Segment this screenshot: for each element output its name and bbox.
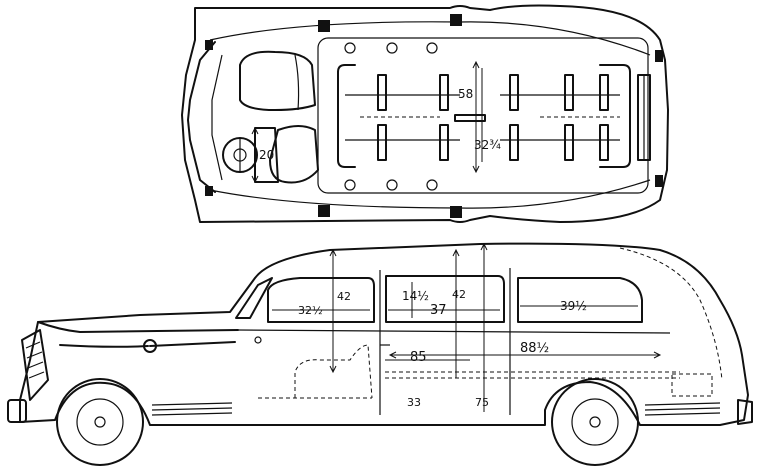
top-floor-length-label: 58 <box>458 87 473 101</box>
side-floor-length-short-label: 85 <box>410 350 427 365</box>
top-seat-width-label: 20 <box>259 148 274 162</box>
front-wheel <box>56 378 144 466</box>
side-roof-dashed <box>619 247 723 381</box>
casket-rails <box>337 64 631 168</box>
top-floor-width-label: 32¾ <box>474 138 501 152</box>
side-view: 32½ 42 14½ 37 42 39½ 88½ 85 33 75 <box>7 242 753 466</box>
top-view: 20 <box>181 4 669 223</box>
side-grille <box>21 329 49 401</box>
front-seat-upper <box>239 50 316 111</box>
side-floor-length-long-label: 88½ <box>520 341 549 356</box>
side-windshield <box>235 277 273 319</box>
side-trim-lines <box>151 402 721 416</box>
rear-bumper <box>737 399 753 425</box>
side-door-height-label: 75 <box>475 396 489 409</box>
top-view-windshield <box>211 54 223 181</box>
rear-wheel <box>551 378 639 466</box>
cargo-compartment <box>317 37 649 194</box>
rear-door-window <box>267 277 375 323</box>
side-belt-line <box>237 329 671 334</box>
top-view-lower-rail <box>209 179 651 209</box>
side-rear-window-length-label: 32½ <box>298 304 323 317</box>
top-view-body-outline <box>181 4 669 223</box>
body-pillar-marks <box>205 14 663 218</box>
side-low-height-label: 33 <box>407 396 421 409</box>
side-right-window-length-label: 39½ <box>560 299 587 313</box>
top-view-hood <box>187 41 216 193</box>
side-body-outline <box>19 242 749 426</box>
rear-quarter-window <box>517 277 643 323</box>
front-seat-lower <box>269 125 319 184</box>
side-hood <box>37 321 239 333</box>
side-mid-height-label: 42 <box>452 288 466 301</box>
front-bumper <box>7 399 27 423</box>
side-mid-window-top-label: 14½ <box>402 289 429 303</box>
interior-seat-outline <box>294 344 373 399</box>
side-mid-length-label: 37 <box>430 303 447 318</box>
mid-window <box>385 275 505 323</box>
wheel-bolt-circles <box>344 42 438 191</box>
side-rear-window-height-label: 42 <box>337 290 351 303</box>
